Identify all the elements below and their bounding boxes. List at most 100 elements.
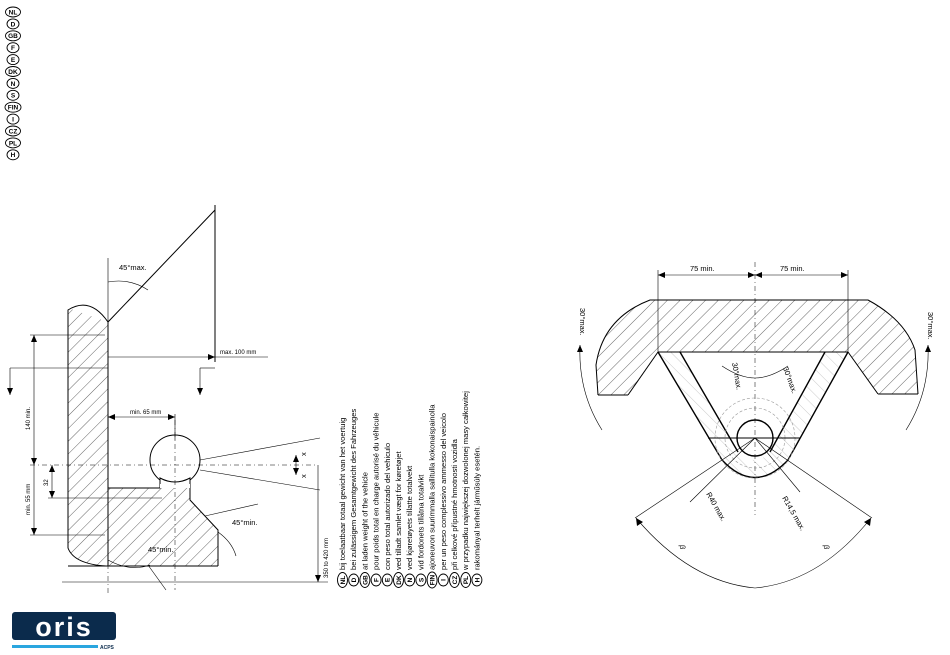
lang-badge-d-code: D	[11, 21, 16, 28]
beta-right: β	[822, 545, 831, 550]
dim-max-100: max. 100 mm	[220, 350, 256, 356]
legend-rotated: NL bij toelaatbaar totaal gewicht van het…	[337, 391, 483, 589]
angle-30-max-inner-right: 30°max.	[781, 366, 799, 395]
legend-badge-dk-code: DK	[396, 575, 403, 585]
angle-45-max: 45°max.	[119, 263, 147, 272]
angle-30-max-left: 30°max.	[578, 308, 587, 336]
lang-badge-cz-code: CZ	[9, 128, 18, 135]
lang-badge-e-code: E	[11, 57, 16, 64]
lang-badge-dk: DK	[5, 66, 21, 77]
dim-350-420: 350 to 420 mm	[324, 538, 330, 578]
legend-badge-cz: CZ	[449, 572, 460, 588]
legend-text-d: bei zulässigem Gesamtgewicht des Fahrzeu…	[349, 409, 358, 570]
neck-hatched	[658, 352, 848, 478]
legend-item-dk: DK ved tilladt samlet vægt for køretøjet	[393, 451, 404, 588]
beta-left: β	[678, 545, 687, 550]
lang-badge-nl-code: NL	[9, 9, 18, 16]
legend-badge-n-code: N	[407, 577, 414, 582]
legend-text-pl: w przypadku największej dozwolonej masy …	[461, 391, 470, 571]
legend-badge-nl: NL	[337, 572, 348, 588]
legend-text-fin: ajoneuvon suurimmalla sallitulla kokonai…	[428, 404, 437, 570]
legend-text-nl: bij toelaatbaar totaal gewicht van het v…	[338, 418, 347, 570]
legend-text-i: per un peso complessivo ammesso del veic…	[439, 413, 448, 570]
legend-badge-d-code: D	[351, 577, 358, 582]
lang-badge-pl-code: PL	[9, 140, 17, 147]
dim-32: 32	[44, 479, 50, 486]
lang-badge-gb-code: GB	[8, 33, 18, 40]
legend-text-f: pour poids total en charge autorisé du v…	[372, 413, 381, 570]
legend-badge-h: H	[471, 573, 483, 587]
lang-badge-s: S	[6, 89, 20, 101]
logo-text: oris	[35, 612, 93, 642]
logo-subtext: ACPS	[100, 645, 115, 651]
lang-badge-n: N	[6, 77, 20, 89]
legend-badge-e: E	[381, 573, 393, 587]
lang-badge-n-code: N	[11, 81, 16, 88]
lang-badge-cz: CZ	[5, 125, 21, 137]
lang-badge-dk-code: DK	[8, 69, 18, 76]
legend-badge-f: F	[370, 573, 382, 587]
radius-r145: R14,5 max.	[780, 495, 807, 533]
legend-badge-s: S	[415, 573, 427, 587]
legend-text-gb: at laden weight of the vehicle	[360, 472, 369, 570]
lang-badge-fin: FIN	[4, 101, 22, 113]
legend-text-e: con peso total autorizado del vehiculo	[383, 443, 392, 570]
dim-min-140: 140 min.	[26, 407, 32, 430]
top-view-drawing: 75 min. 75 min. 30°max. 30°max. 30°max. …	[577, 262, 935, 589]
dim-75-min-left: 75 min.	[690, 264, 715, 273]
lang-badge-h-code: H	[11, 152, 16, 159]
legend-badge-n: N	[404, 573, 416, 587]
legend-badge-f-code: F	[374, 578, 381, 582]
towbar-plate-hatched	[108, 322, 218, 566]
lang-badge-e: E	[6, 54, 20, 66]
legend-badge-cz-code: CZ	[452, 576, 459, 585]
legend-badge-pl: PL	[460, 572, 472, 588]
crossbar-section-hatched	[596, 300, 918, 395]
lang-badge-i-code: I	[12, 117, 14, 124]
x-label-top: x	[299, 452, 308, 456]
logo-mark	[12, 612, 116, 640]
oris-logo: oris ACPS	[12, 612, 116, 651]
legend-badge-i-code: I	[441, 579, 448, 581]
bumper-section-hatched	[68, 308, 108, 566]
lang-badge-f-code: F	[11, 45, 15, 52]
legend-badge-e-code: E	[385, 577, 392, 582]
lang-badge-f: F	[6, 42, 20, 54]
radius-r40: R40 max.	[704, 491, 728, 523]
legend-badge-h-code: H	[474, 577, 481, 582]
lang-badge-s-code: S	[11, 93, 16, 100]
legend-item-gb: GB at laden weight of the vehicle	[359, 472, 371, 588]
legend-badge-pl-code: PL	[463, 576, 470, 584]
legend-badge-fin: FIN	[426, 571, 438, 589]
legend-item-pl: PL w przypadku największej dozwolonej mas…	[460, 391, 472, 588]
lang-badge-gb: GB	[5, 30, 21, 42]
legend-text-n: ved kjøretøyets tillatte totalvekt	[405, 465, 414, 570]
legend-badge-gb-code: GB	[362, 575, 369, 585]
angle-45-min-bottom: 45°min.	[148, 545, 174, 554]
angle-30-max-right: 30°max.	[926, 312, 935, 340]
legend-text-dk: ved tilladt samlet vægt for køretøjet	[394, 451, 403, 570]
legend-badge-dk: DK	[393, 572, 404, 588]
lang-badge-i: I	[6, 113, 20, 125]
lang-badge-d: D	[6, 18, 20, 30]
legend-item-nl: NL bij toelaatbaar totaal gewicht van het…	[337, 418, 348, 588]
lang-badge-h: H	[6, 149, 20, 161]
dim-75-min-right: 75 min.	[780, 264, 805, 273]
angle-45-min-right: 45°min.	[232, 518, 258, 527]
legend-badge-gb: GB	[359, 572, 371, 588]
logo-accent-bar	[12, 645, 98, 648]
side-view-drawing: x x 140 min. min. 55 mm 32 max. 100 mm	[7, 205, 330, 595]
legend-badge-nl-code: NL	[340, 576, 347, 585]
legend-badge-s-code: S	[418, 577, 425, 582]
dim-min-65: min. 65 mm	[130, 410, 161, 416]
legend-text-s: vid fordonets tillåtna totalvikt	[416, 474, 425, 570]
